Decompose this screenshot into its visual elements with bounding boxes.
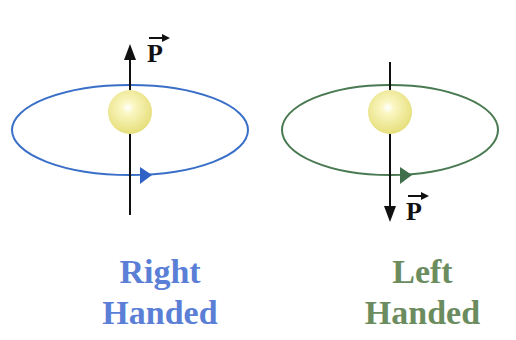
vector-arrow-head [162, 34, 170, 42]
rotation-arrow [400, 167, 412, 184]
vector-arrow [408, 195, 423, 197]
arrow-head [384, 206, 396, 222]
spin-axis [129, 58, 131, 215]
vector-arrow-head [421, 192, 429, 200]
handedness-label: Left Handed [335, 252, 510, 334]
particle-sphere [108, 90, 152, 134]
arrow-head [124, 44, 136, 60]
particle-sphere [368, 90, 412, 134]
handedness-label: Right Handed [60, 252, 260, 334]
vector-arrow [149, 37, 164, 39]
vector-symbol: P [147, 38, 177, 69]
vector-symbol: P [406, 196, 436, 227]
rotation-arrow [140, 167, 152, 184]
spin-axis [389, 62, 391, 208]
